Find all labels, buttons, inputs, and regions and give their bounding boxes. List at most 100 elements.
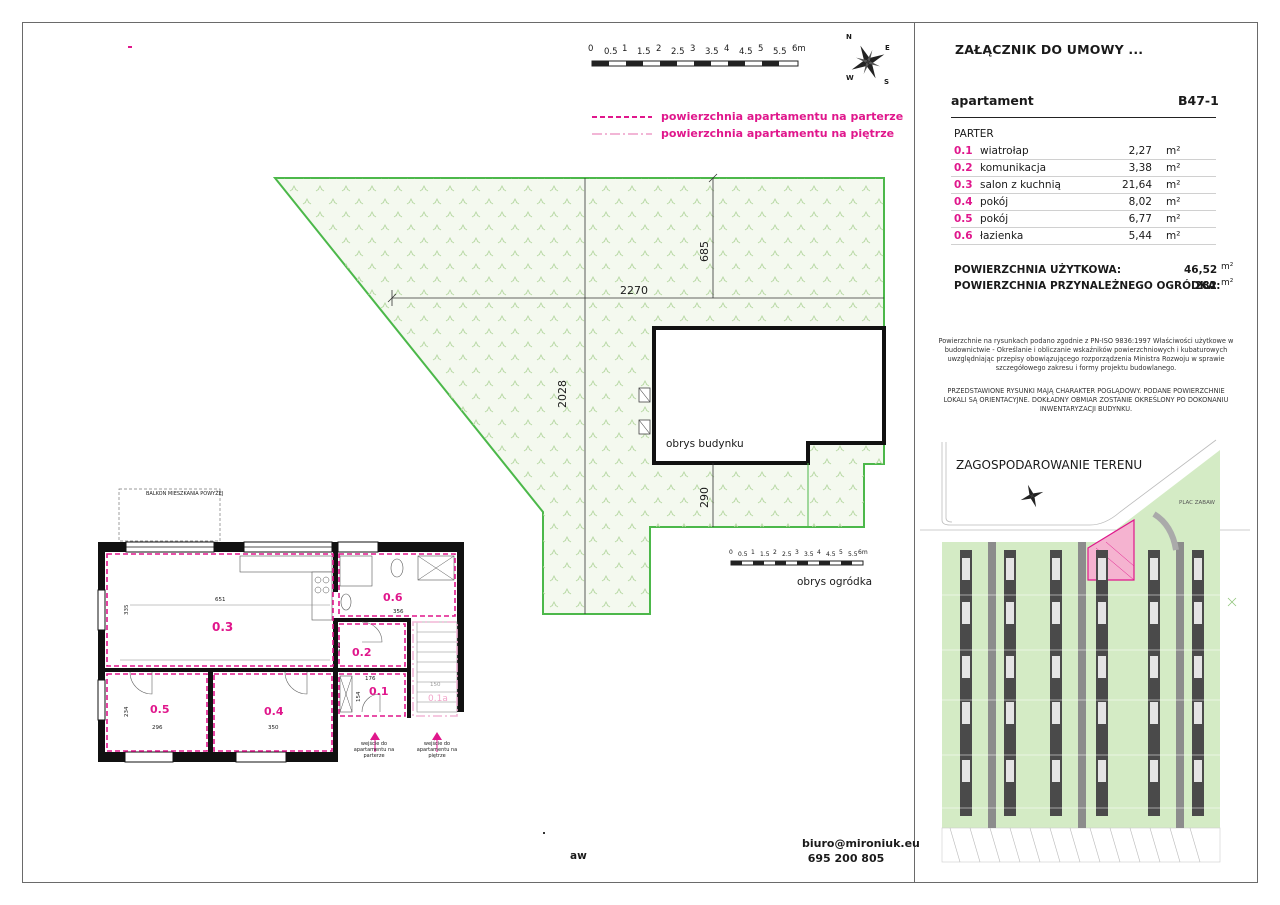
room-area: 2,27 bbox=[1092, 143, 1166, 160]
apartment-row: apartament B47-1 bbox=[951, 90, 1219, 118]
usable-area-value: 46,52 bbox=[1184, 264, 1218, 276]
room-0-3-label: 0.3 bbox=[212, 620, 234, 634]
dim-150: 150 bbox=[430, 682, 441, 688]
room-name: komunikacja bbox=[980, 159, 1092, 177]
dim-height-2028: 2028 bbox=[556, 380, 569, 408]
note-line: budownictwie - Określanie i obliczanie w… bbox=[944, 346, 1228, 354]
room-0-1a-label: 0.1a bbox=[428, 694, 448, 704]
scale-top-tick-15: 1.5 bbox=[637, 47, 651, 57]
floor-label: PARTER bbox=[954, 128, 994, 140]
dim-176: 176 bbox=[365, 676, 376, 682]
entrance-ground-label: wejście do apartamentu na parterze bbox=[353, 741, 395, 759]
dim-234: 234 bbox=[124, 706, 130, 718]
legend-upper-floor: powierzchnia apartamentu na piętrze bbox=[661, 127, 895, 140]
scale-top-tick-0: 0 bbox=[588, 44, 594, 54]
scale-bottom-tick-2: 2 bbox=[773, 549, 777, 556]
room-unit: m² bbox=[1166, 210, 1216, 228]
room-area: 3,38 bbox=[1092, 159, 1166, 177]
garden-area-unit: m² bbox=[1221, 278, 1234, 288]
building-outline-label: obrys budynku bbox=[666, 438, 744, 450]
contact-email[interactable]: biuro@mironiuk.eu bbox=[802, 837, 920, 850]
room-number: 0.5 bbox=[951, 210, 980, 228]
compass-n-label: N bbox=[846, 33, 852, 41]
dim-123: 123 bbox=[336, 641, 342, 653]
building-footprint bbox=[638, 326, 886, 527]
room-unit: m² bbox=[1166, 176, 1216, 194]
room-unit: m² bbox=[1166, 143, 1216, 160]
scale-top-tick-2: 2 bbox=[656, 44, 662, 54]
compass-w-label: W bbox=[846, 74, 854, 82]
scale-top-tick-25: 2.5 bbox=[671, 47, 685, 57]
room-0-5-label: 0.5 bbox=[150, 703, 170, 716]
note-line: uwzględniając przepisy obowiązującego ro… bbox=[947, 355, 1225, 363]
legend-ground-floor: powierzchnia apartamentu na parterze bbox=[661, 110, 904, 123]
table-row: 0.3 salon z kuchnią 21,64 m² bbox=[951, 176, 1216, 194]
room-name: łazienka bbox=[980, 227, 1092, 245]
scale-bottom-tick-5: 5 bbox=[839, 549, 843, 556]
room-area: 5,44 bbox=[1092, 227, 1166, 245]
dim-bottom-290: 290 bbox=[698, 487, 711, 508]
garden-plot bbox=[272, 177, 885, 615]
note-line: LOKALI SĄ ORIENTACYJNE. DOKŁADNY OBMIAR … bbox=[943, 396, 1229, 404]
room-unit: m² bbox=[1166, 159, 1216, 177]
scale-bottom-tick-15: 1.5 bbox=[760, 551, 770, 558]
scale-bottom-tick-1: 1 bbox=[751, 549, 755, 556]
stray-mark bbox=[543, 832, 545, 834]
table-row: 0.4 pokój 8,02 m² bbox=[951, 193, 1216, 211]
room-name: wiatrołap bbox=[980, 143, 1092, 160]
room-number: 0.1 bbox=[951, 143, 980, 160]
scale-top-tick-3: 3 bbox=[690, 44, 696, 54]
garden-area-label: POWIERZCHNIA PRZYNALEŻNEGO OGRÓDKA: bbox=[954, 280, 1221, 292]
compass-e-label: E bbox=[885, 44, 890, 52]
apartment-label: apartament bbox=[951, 93, 1034, 108]
compass-rose-top bbox=[851, 45, 885, 79]
usable-area-label: POWIERZCHNIA UŻYTKOWA: bbox=[954, 264, 1122, 276]
scale-top-tick-05: 0.5 bbox=[604, 47, 618, 57]
room-unit: m² bbox=[1166, 193, 1216, 211]
dim-350: 350 bbox=[268, 725, 279, 731]
room-area: 6,77 bbox=[1092, 210, 1166, 228]
room-number: 0.4 bbox=[951, 193, 980, 211]
dim-top-685: 685 bbox=[698, 241, 711, 262]
floor-plan bbox=[97, 488, 464, 763]
dim-356: 356 bbox=[393, 609, 404, 615]
room-number: 0.6 bbox=[951, 227, 980, 245]
scale-bar-bottom bbox=[730, 560, 864, 566]
apartment-code: B47-1 bbox=[1178, 93, 1219, 108]
scale-bottom-tick-0: 0 bbox=[729, 549, 733, 556]
table-row: 0.2 komunikacja 3,38 m² bbox=[951, 159, 1216, 177]
table-row: 0.1 wiatrołap 2,27 m² bbox=[951, 143, 1216, 160]
scale-bar-top bbox=[591, 60, 799, 67]
rooms-table: 0.1 wiatrołap 2,27 m² 0.2 komunikacja 3,… bbox=[951, 143, 1216, 245]
dim-154: 154 bbox=[356, 691, 362, 703]
compass-s-label: S bbox=[884, 78, 890, 86]
scale-top-tick-6m: 6m bbox=[792, 44, 806, 54]
note-line: INWENTARYZACJI BUDYNKU. bbox=[1039, 405, 1133, 413]
dim-296: 296 bbox=[152, 725, 163, 731]
dim-651: 651 bbox=[215, 597, 226, 603]
contact-phone[interactable]: 695 200 805 bbox=[807, 852, 885, 865]
room-number: 0.2 bbox=[951, 159, 980, 177]
room-name: salon z kuchnią bbox=[980, 176, 1092, 194]
dim-335: 335 bbox=[124, 604, 130, 616]
scale-top-tick-5: 5 bbox=[758, 44, 764, 54]
dim-width-2270: 2270 bbox=[620, 284, 648, 297]
room-name: pokój bbox=[980, 210, 1092, 228]
scale-bottom-tick-4: 4 bbox=[817, 549, 821, 556]
room-0-2-label: 0.2 bbox=[352, 646, 372, 659]
room-0-1-label: 0.1 bbox=[369, 685, 389, 698]
scale-bottom-tick-45: 4.5 bbox=[826, 551, 836, 558]
scale-bottom-tick-25: 2.5 bbox=[782, 551, 792, 558]
scale-top-tick-1: 1 bbox=[622, 44, 628, 54]
balcony-label: BALKON MIESZKANIA POWYŻEJ bbox=[146, 491, 224, 497]
scale-top-tick-55: 5.5 bbox=[773, 47, 787, 57]
room-area: 8,02 bbox=[1092, 193, 1166, 211]
note-line: szczegółowego zakresu i formy projektu b… bbox=[995, 364, 1177, 372]
sheet-frame bbox=[22, 22, 1258, 883]
site-dimensions bbox=[387, 173, 884, 614]
note-line: Powierzchnie na rysunkach podano zgodnie… bbox=[938, 337, 1234, 345]
room-unit: m² bbox=[1166, 227, 1216, 245]
room-name: pokój bbox=[980, 193, 1092, 211]
scale-bottom-tick-55: 5.5 bbox=[848, 551, 858, 558]
usable-area-unit: m² bbox=[1221, 262, 1234, 272]
